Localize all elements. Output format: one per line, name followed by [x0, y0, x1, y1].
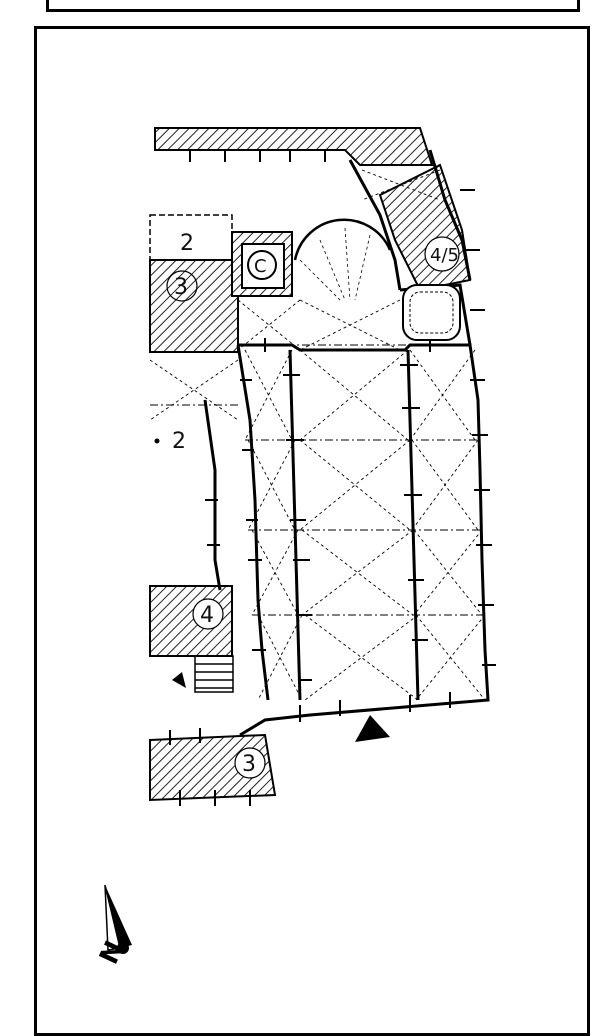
room-label-r4: 4/5	[430, 245, 459, 266]
hatched-walls	[149, 127, 472, 802]
room-label-r5: 2	[172, 429, 186, 454]
room-label-r7: 3	[242, 752, 256, 777]
transverse-lines	[150, 344, 485, 616]
room-label-r1: 2	[180, 231, 194, 256]
north-arrow-icon: N	[94, 884, 132, 969]
entrance-marker	[355, 715, 390, 742]
side-entrance-marker	[172, 672, 186, 688]
wall-ticks	[169, 150, 496, 806]
point-marker	[154, 438, 160, 444]
font-basin-inner	[409, 291, 454, 334]
room-label-r2: 3	[174, 275, 188, 300]
room-labels: 2 3 C 4/5 2 4 3	[166, 231, 460, 779]
room-label-r3: C	[254, 256, 267, 277]
vault-diagonals	[149, 169, 486, 701]
apse-arc	[293, 218, 392, 261]
font-basin	[402, 284, 461, 341]
top-frame	[46, 0, 580, 12]
apse-ribs	[299, 227, 371, 301]
room-label-r6: 4	[200, 603, 214, 628]
stairs	[194, 655, 234, 693]
